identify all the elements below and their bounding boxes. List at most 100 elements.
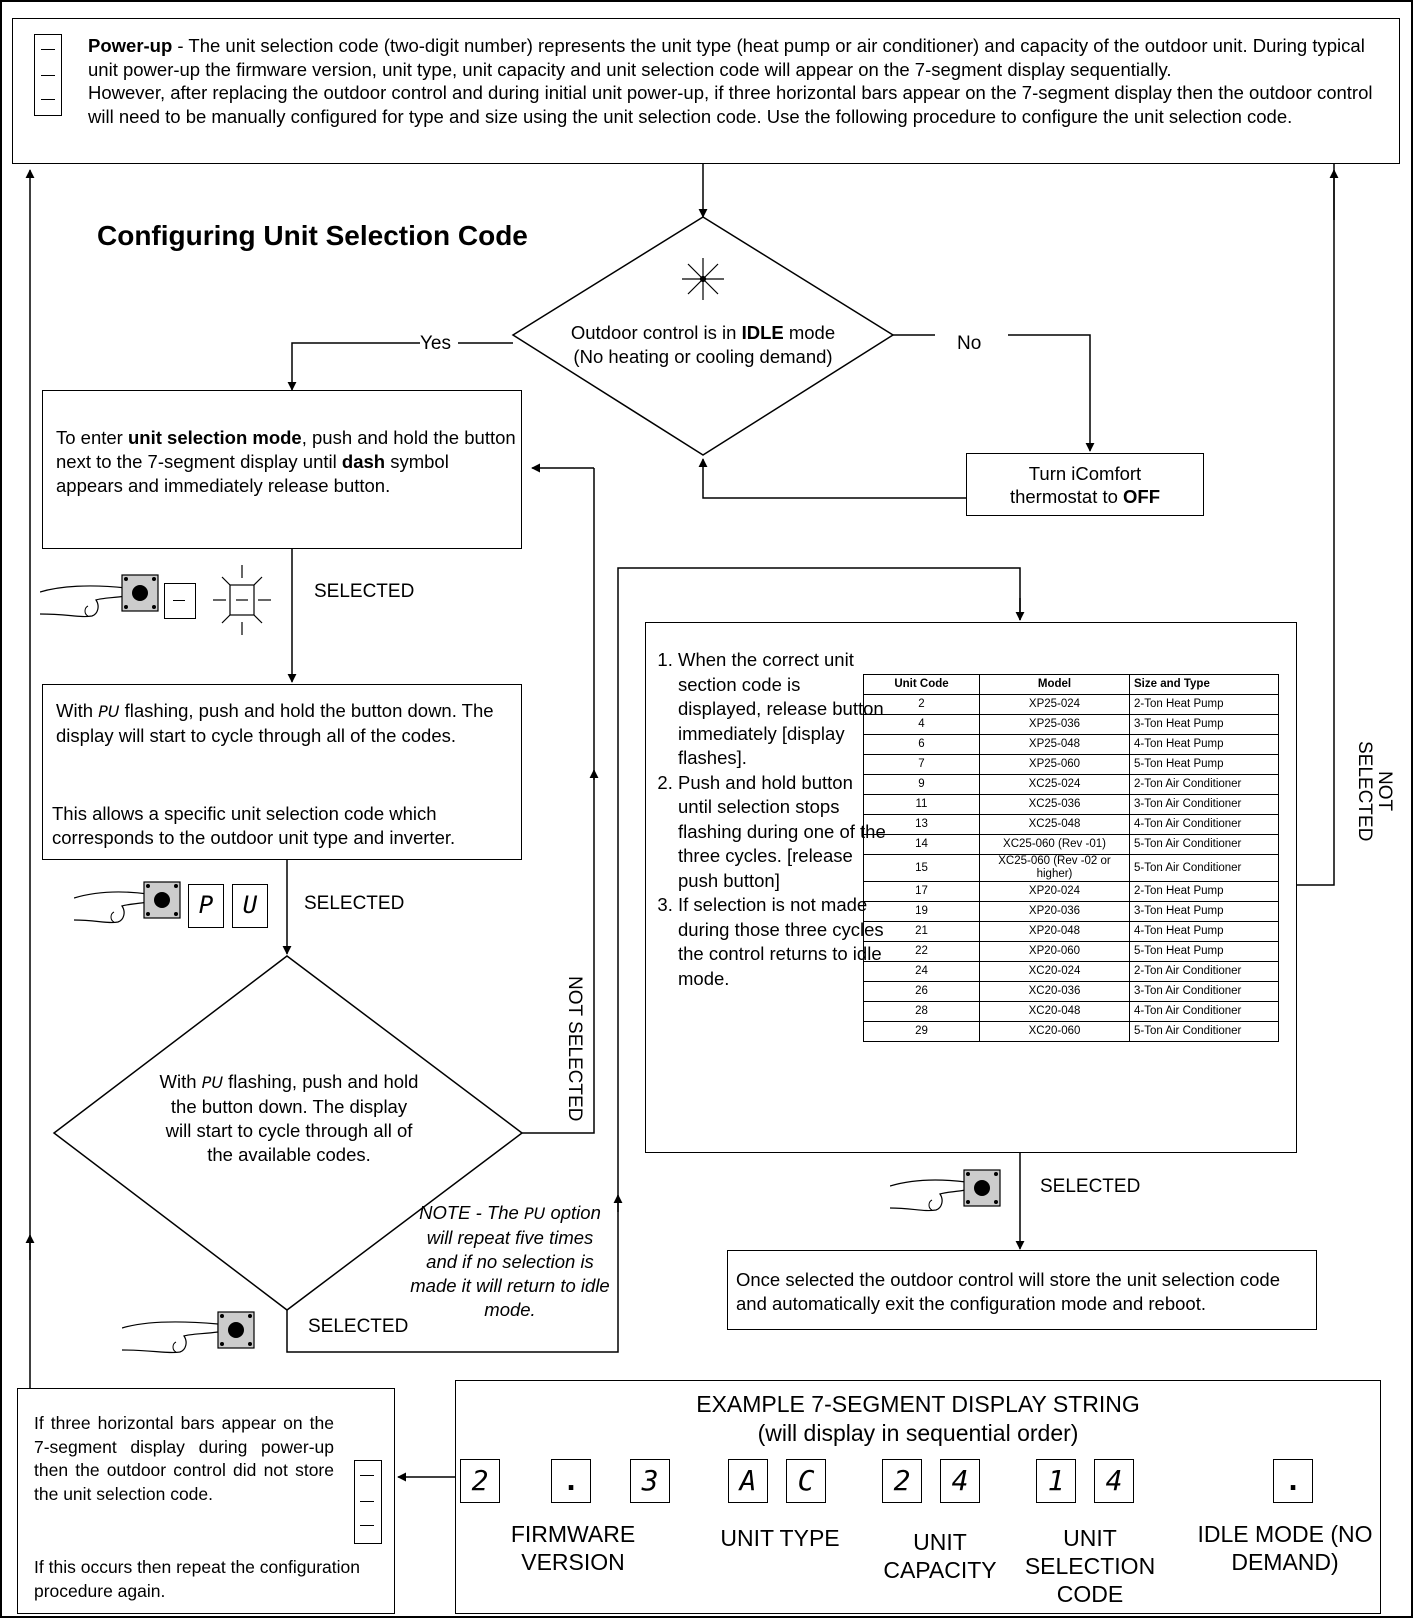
caption-selection: UNIT SELECTION CODE <box>1024 1525 1156 1607</box>
caption-firmware: FIRMWARE VERSION <box>510 1521 636 1575</box>
table-cell: 4-Ton Heat Pump <box>1129 734 1279 755</box>
table-cell: 22 <box>863 941 980 962</box>
example-digit: 4 <box>1094 1459 1134 1503</box>
table-cell: 4 <box>863 714 980 735</box>
example-title-line2: (will display in sequential order) <box>757 1420 1079 1446</box>
idle-line2: (No heating or cooling demand) <box>573 346 833 367</box>
table-cell: XP20-048 <box>979 921 1130 942</box>
page-heading: Configuring Unit Selection Code <box>97 220 528 251</box>
bars-text1: If three horizontal bars appear on the 7… <box>34 1413 334 1504</box>
table-cell: 11 <box>863 794 980 815</box>
not-selected-label-right: NOT SELECTED <box>1350 732 1395 850</box>
hand-pressing-button-icon-2 <box>73 880 194 935</box>
selected-label-2: SELECTED <box>304 893 405 914</box>
table-cell: XP25-036 <box>979 714 1130 735</box>
caption-type: UNIT TYPE <box>720 1525 840 1551</box>
flashing-dash-icon <box>213 565 271 635</box>
table-cell: 2-Ton Heat Pump <box>1129 694 1279 715</box>
d2-text: flashing, push and hold the button down.… <box>165 1071 419 1165</box>
table-cell: 13 <box>863 814 980 835</box>
enter-d: symbol appears and immediately release b… <box>56 451 449 496</box>
example-digit: A <box>728 1459 768 1503</box>
bars-box <box>17 1388 395 1614</box>
note-b: option will repeat five times and if no … <box>410 1202 610 1320</box>
example-digit: . <box>1273 1459 1313 1503</box>
enter-c: , push and hold the button next to the 7… <box>56 427 516 472</box>
table-cell: 3-Ton Air Conditioner <box>1129 981 1279 1002</box>
enter-mode-box <box>42 390 522 549</box>
step-item: If selection is not made during those th… <box>678 893 888 991</box>
table-cell: XC20-024 <box>979 961 1130 982</box>
pu-box-text2: This allows a specific unit selection co… <box>52 803 456 848</box>
caption-idle: IDLE MODE (NO DEMAND) <box>1197 1521 1373 1575</box>
idle-text-b: mode <box>783 322 836 343</box>
d2-pu: PU <box>201 1073 224 1092</box>
idle-text-a: Outdoor control is in <box>570 322 742 343</box>
enter-b2: dash <box>341 451 386 472</box>
table-cell: 5-Ton Heat Pump <box>1129 754 1279 775</box>
three-bars-icon <box>34 34 62 116</box>
example-digit: 2 <box>882 1459 922 1503</box>
example-digit: 4 <box>940 1459 980 1503</box>
table-cell: 3-Ton Heat Pump <box>1129 901 1279 922</box>
table-cell: 29 <box>863 1021 980 1042</box>
table-cell: XC25-036 <box>979 794 1130 815</box>
powerup-paragraph-2: However, after replacing the outdoor con… <box>88 82 1373 127</box>
table-cell: 5-Ton Air Conditioner <box>1129 854 1279 882</box>
segment-digit-u: U <box>232 884 268 928</box>
hand-pressing-button-icon-3 <box>121 1310 262 1365</box>
note-pu: PU <box>523 1204 546 1223</box>
step-item: Push and hold button until selection sto… <box>678 771 888 894</box>
pu-code: PU <box>98 702 120 721</box>
table-header: Size and Type <box>1129 674 1279 695</box>
enter-mode-text: To enter unit selection mode, push and h… <box>56 426 516 498</box>
segment-digit-p: P <box>188 884 224 928</box>
table-cell: 7 <box>863 754 980 775</box>
table-cell: 2 <box>863 694 980 715</box>
selected-label-3: SELECTED <box>308 1315 409 1339</box>
table-cell: 5-Ton Air Conditioner <box>1129 834 1279 855</box>
table-cell: 17 <box>863 881 980 902</box>
table-cell: XC25-024 <box>979 774 1130 795</box>
table-cell: 3-Ton Air Conditioner <box>1129 794 1279 815</box>
turn-off-text: Turn iComfort thermostat to OFF <box>966 462 1204 508</box>
table-header: Unit Code <box>863 674 980 695</box>
example-digit: 3 <box>630 1459 670 1503</box>
example-digit: C <box>786 1459 826 1503</box>
idle-decision-text: Outdoor control is in IDLE mode (No heat… <box>540 321 866 369</box>
d2-with: With <box>159 1071 202 1092</box>
diamond2-text: With PU flashing, push and hold the butt… <box>158 1070 420 1167</box>
table-cell: 4-Ton Heat Pump <box>1129 921 1279 942</box>
table-cell: 24 <box>863 961 980 982</box>
table-cell: 9 <box>863 774 980 795</box>
caption-capacity: UNIT CAPACITY <box>883 1529 997 1583</box>
powerup-paragraph-1: - The unit selection code (two-digit num… <box>88 35 1365 80</box>
pu-with: With <box>56 700 99 721</box>
table-cell: 5-Ton Heat Pump <box>1129 941 1279 962</box>
table-cell: XC25-060 (Rev -01) <box>979 834 1130 855</box>
dash-segment-icon <box>164 583 196 619</box>
table-cell: 21 <box>863 921 980 942</box>
table-cell: XC25-048 <box>979 814 1130 835</box>
example-digit: 1 <box>1036 1459 1076 1503</box>
steps-list: When the correct unit section code is di… <box>646 648 888 991</box>
table-cell: 26 <box>863 981 980 1002</box>
store-text: Once selected the outdoor control will s… <box>736 1269 1281 1314</box>
not-selected-label-left: NOT SELECTED <box>540 976 585 1122</box>
powerup-text: Power-up - The unit selection code (two-… <box>88 34 1393 128</box>
turn-off-line2: thermostat to <box>1009 486 1124 507</box>
table-cell: XP20-060 <box>979 941 1130 962</box>
table-cell: 2-Ton Air Conditioner <box>1129 774 1279 795</box>
